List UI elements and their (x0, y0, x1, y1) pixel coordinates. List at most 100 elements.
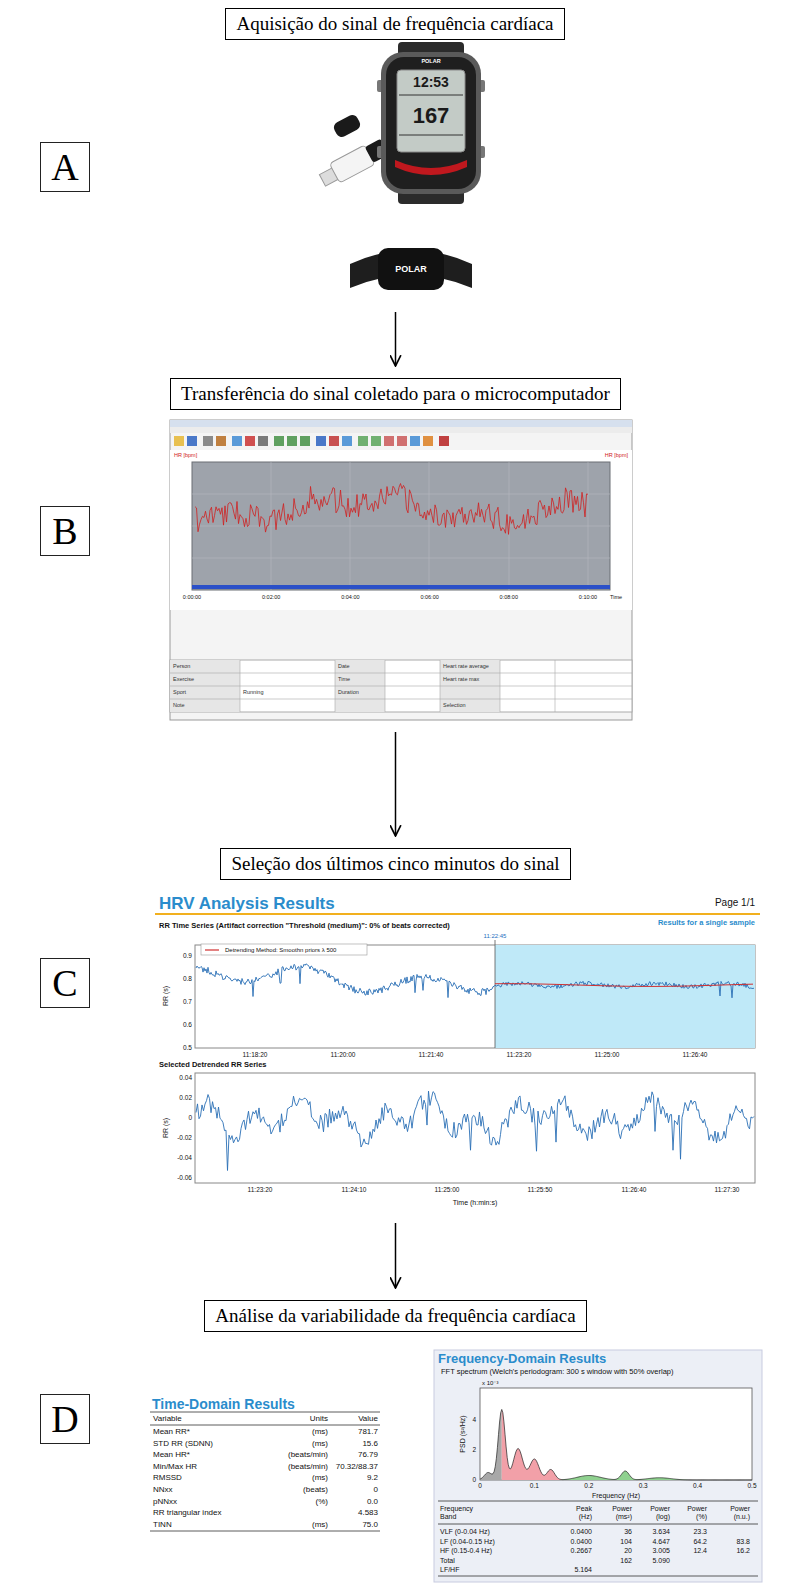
step-heading-box: Seleção dos últimos cinco minutos do sin… (220, 848, 571, 880)
software-screenshot (358, 436, 368, 446)
heading-text: Aquisição do sinal de frequência cardíac… (236, 14, 553, 35)
software-screenshot (371, 436, 381, 446)
software-screenshot (287, 436, 297, 446)
table-text: (ms) (312, 1428, 328, 1436)
usb-stick (317, 137, 390, 190)
table-text: Value (358, 1415, 378, 1423)
table-text: LF/HF (440, 1566, 459, 1573)
panel-text: 0.04 (179, 1075, 192, 1082)
software-screenshot (410, 436, 420, 446)
heading-text: Seleção dos últimos cinco minutos do sin… (231, 854, 559, 875)
table-text: 9.2 (367, 1474, 378, 1482)
table-text: 0.5 (747, 1483, 756, 1490)
table-text: (beats) (303, 1486, 328, 1494)
panel-text: 11:21:40 (419, 1052, 444, 1059)
software-screenshot (170, 420, 632, 720)
panel-text: RR (s) (162, 1118, 169, 1138)
hrv-report (155, 913, 760, 1183)
table-text: 0 (478, 1483, 482, 1490)
table-text: Power (%) (681, 1505, 707, 1520)
panel-text: 0:08:00 (500, 595, 518, 601)
panel-text: HR [bpm] (174, 453, 197, 459)
software-screenshot (170, 450, 632, 610)
summary-table (500, 660, 501, 712)
summary-table (170, 673, 632, 674)
panel-text: 0.02 (179, 1095, 192, 1102)
table-text: Mean HR* (153, 1451, 190, 1459)
panel-text: 0:00:00 (183, 595, 201, 601)
table-text: 64.2 (693, 1537, 707, 1544)
table-text: 3.634 (652, 1528, 670, 1535)
software-screenshot (258, 436, 268, 446)
panel-text: Running (243, 690, 264, 696)
panel-text: 11:24:10 (342, 1187, 367, 1194)
table-text: 0.2 (584, 1483, 593, 1490)
step-letter: B (52, 512, 77, 550)
step-letter: D (51, 1400, 78, 1438)
software-screenshot (439, 436, 449, 446)
panel-text: 0.7 (183, 999, 192, 1006)
panel-text: HR [bpm] (605, 453, 628, 459)
software-screenshot (216, 436, 226, 446)
panel-text: 11:26:40 (683, 1052, 708, 1059)
frequency-domain-panel (438, 1524, 758, 1525)
table-text: 3.005 (652, 1547, 670, 1554)
vlf-band (480, 1409, 502, 1480)
plot-grid (192, 494, 610, 495)
table-text: 4.583 (358, 1509, 378, 1517)
software-screenshot (170, 420, 632, 720)
panel-text: Page 1/1 (715, 898, 755, 908)
step-letter-box: B (40, 506, 90, 556)
summary-table (385, 660, 386, 712)
panel-text: 0:02:00 (262, 595, 280, 601)
software-screenshot (192, 585, 610, 589)
step-heading-box: Aquisição do sinal de frequência cardíac… (225, 8, 565, 40)
table-text: 4 (472, 1417, 476, 1424)
panel-text: -0.02 (177, 1135, 192, 1142)
panel-text: Detrending Method: Smoothn priors λ 500 (225, 947, 336, 953)
chest-strap (378, 248, 444, 290)
lf-band (502, 1409, 562, 1480)
frequency-domain-panel (438, 1501, 758, 1576)
panel-text: 11:25:00 (595, 1052, 620, 1059)
step-letter: A (51, 148, 78, 186)
time-domain-table (150, 1425, 380, 1426)
frequency-domain-panel (434, 1350, 762, 1582)
wrist-watch (395, 160, 467, 175)
panel-text: 0 (188, 1115, 192, 1122)
table-text: (%) (316, 1498, 328, 1506)
panel-text: Exercise (173, 677, 194, 683)
panel-text: 11:20:00 (331, 1052, 356, 1059)
illustration-panel: POLAR12:53167POLAR (328, 48, 483, 300)
table-text: PSD (s²/Hz) (459, 1415, 466, 1452)
table-text: 781.7 (358, 1428, 378, 1436)
panel-text: Selected Detrended RR Series (159, 1061, 267, 1069)
table-text: 20 (624, 1547, 632, 1554)
time-domain-table (150, 1412, 380, 1413)
software-screenshot (170, 420, 632, 427)
summary-table (335, 660, 336, 712)
table-text: Power (log) (644, 1505, 670, 1520)
table-text: Peak (Hz) (566, 1505, 592, 1520)
panel-text: 11:25:50 (528, 1187, 553, 1194)
usb-stick (332, 113, 362, 139)
table-text: 0.3 (639, 1483, 648, 1490)
step-letter-box: D (40, 1394, 90, 1444)
table-text: STD RR (SDNN) (153, 1440, 213, 1448)
table-text: 104 (620, 1537, 632, 1544)
software-screenshot (170, 427, 632, 433)
hrv-report (195, 1073, 755, 1183)
table-text: Mean RR* (153, 1428, 190, 1436)
table-text: NNxx (153, 1486, 173, 1494)
panel-text: 0.8 (183, 976, 192, 983)
panel-text: Results for a single sample (658, 919, 755, 927)
table-text: FFT spectrum (Welch's periodogram: 300 s… (441, 1368, 674, 1376)
table-text: 23.3 (693, 1528, 707, 1535)
software-screenshot (342, 436, 352, 446)
panel-text: POLAR (395, 265, 427, 274)
panel-text: 0.9 (183, 953, 192, 960)
panel-text: -0.06 (177, 1175, 192, 1182)
panel-text: 0.5 (183, 1045, 192, 1052)
table-text: 70.32/88.37 (336, 1463, 378, 1471)
